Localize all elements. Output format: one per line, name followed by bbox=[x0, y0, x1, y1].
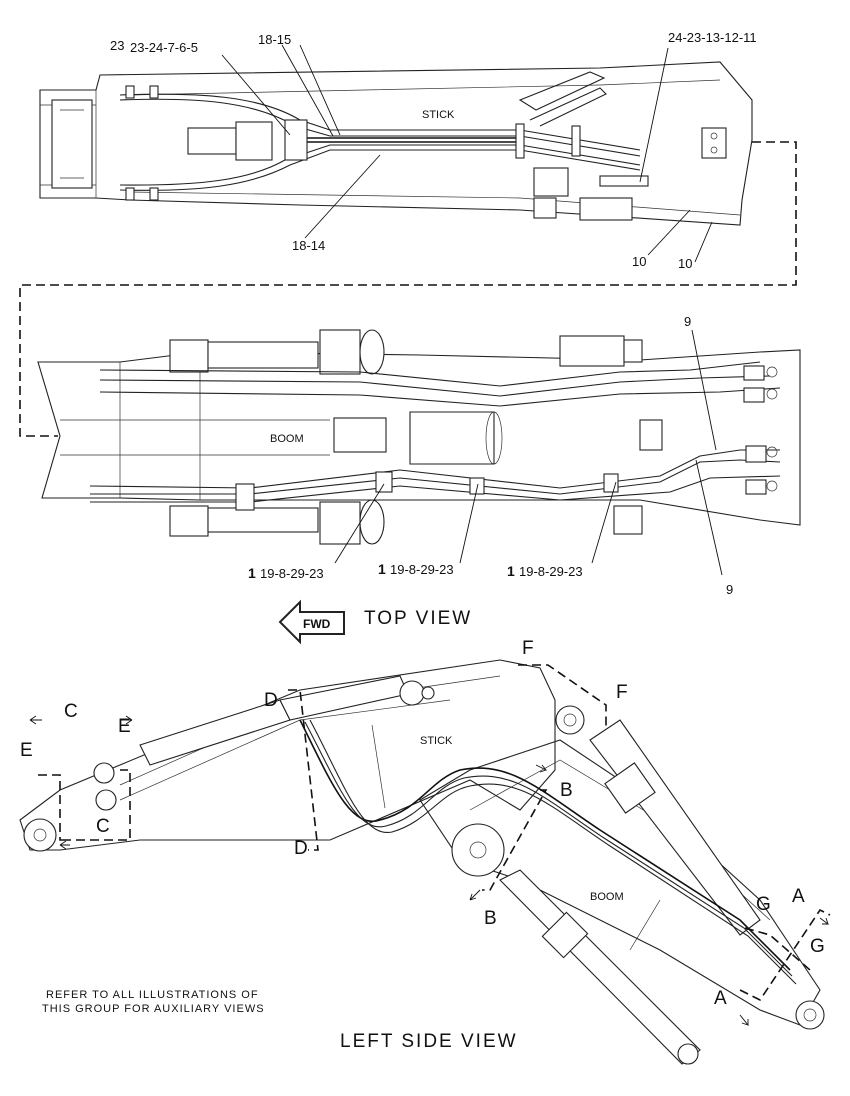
section-letter-f-2: F bbox=[616, 682, 628, 703]
section-letter-c-2: C bbox=[96, 816, 110, 837]
callout-18-14: 18-14 bbox=[292, 238, 325, 253]
callout-1-c: 1 bbox=[507, 563, 515, 579]
callout-10-b: 10 bbox=[678, 256, 692, 271]
section-arrows bbox=[29, 715, 830, 1026]
section-letter-f-1: F bbox=[522, 638, 534, 659]
note-line-2: THIS GROUP FOR AUXILIARY VIEWS bbox=[42, 1003, 265, 1015]
section-letter-e-2: E bbox=[118, 716, 131, 737]
callout-9-bottom: 9 bbox=[726, 582, 733, 597]
boom-label-side: BOOM bbox=[590, 891, 624, 903]
callout-18-15: 18-15 bbox=[258, 32, 291, 47]
callout-9-top: 9 bbox=[684, 314, 691, 329]
callout-leaders bbox=[221, 44, 723, 576]
fwd-arrow bbox=[278, 599, 345, 645]
callout-19-8-29-23-b: 19-8-29-23 bbox=[390, 562, 454, 577]
section-letter-b-1: B bbox=[560, 780, 573, 801]
fwd-label: FWD bbox=[303, 617, 331, 631]
continuation-line bbox=[19, 141, 797, 437]
callout-19-8-29-23-a: 19-8-29-23 bbox=[260, 566, 324, 581]
section-letter-d-2: D bbox=[294, 838, 308, 859]
callout-10-a: 10 bbox=[632, 254, 646, 269]
callout-23-prefix: 23 bbox=[110, 38, 124, 53]
top-view-boom bbox=[37, 329, 801, 545]
section-letter-c-1: C bbox=[64, 701, 78, 722]
section-cut-lines bbox=[38, 664, 831, 1002]
note-line-1: REFER TO ALL ILLUSTRATIONS OF bbox=[46, 989, 259, 1001]
callout-23-24-7-6-5: 23-24-7-6-5 bbox=[130, 40, 198, 55]
section-letter-g-2: G bbox=[810, 936, 825, 957]
stick-label-side: STICK bbox=[420, 735, 453, 747]
side-view-machine bbox=[19, 659, 825, 1065]
side-view-title: LEFT SIDE VIEW bbox=[340, 1031, 518, 1052]
top-view-title: TOP VIEW bbox=[364, 608, 472, 629]
boom-label-top: BOOM bbox=[270, 433, 304, 445]
callout-1-a: 1 bbox=[248, 565, 256, 581]
callout-24-23-13-12-11: 24-23-13-12-11 bbox=[668, 30, 757, 45]
callout-1-b: 1 bbox=[378, 561, 386, 577]
section-letter-e-1: E bbox=[20, 740, 33, 761]
section-letter-a-1: A bbox=[792, 886, 805, 907]
callout-19-8-29-23-c: 19-8-29-23 bbox=[519, 564, 583, 579]
stick-label-top: STICK bbox=[422, 109, 455, 121]
section-letter-a-2: A bbox=[714, 988, 727, 1009]
section-letter-d-1: D bbox=[264, 690, 278, 711]
section-letter-g-1: G bbox=[756, 894, 771, 915]
top-view-stick bbox=[39, 61, 753, 226]
section-letter-b-2: B bbox=[484, 908, 497, 929]
